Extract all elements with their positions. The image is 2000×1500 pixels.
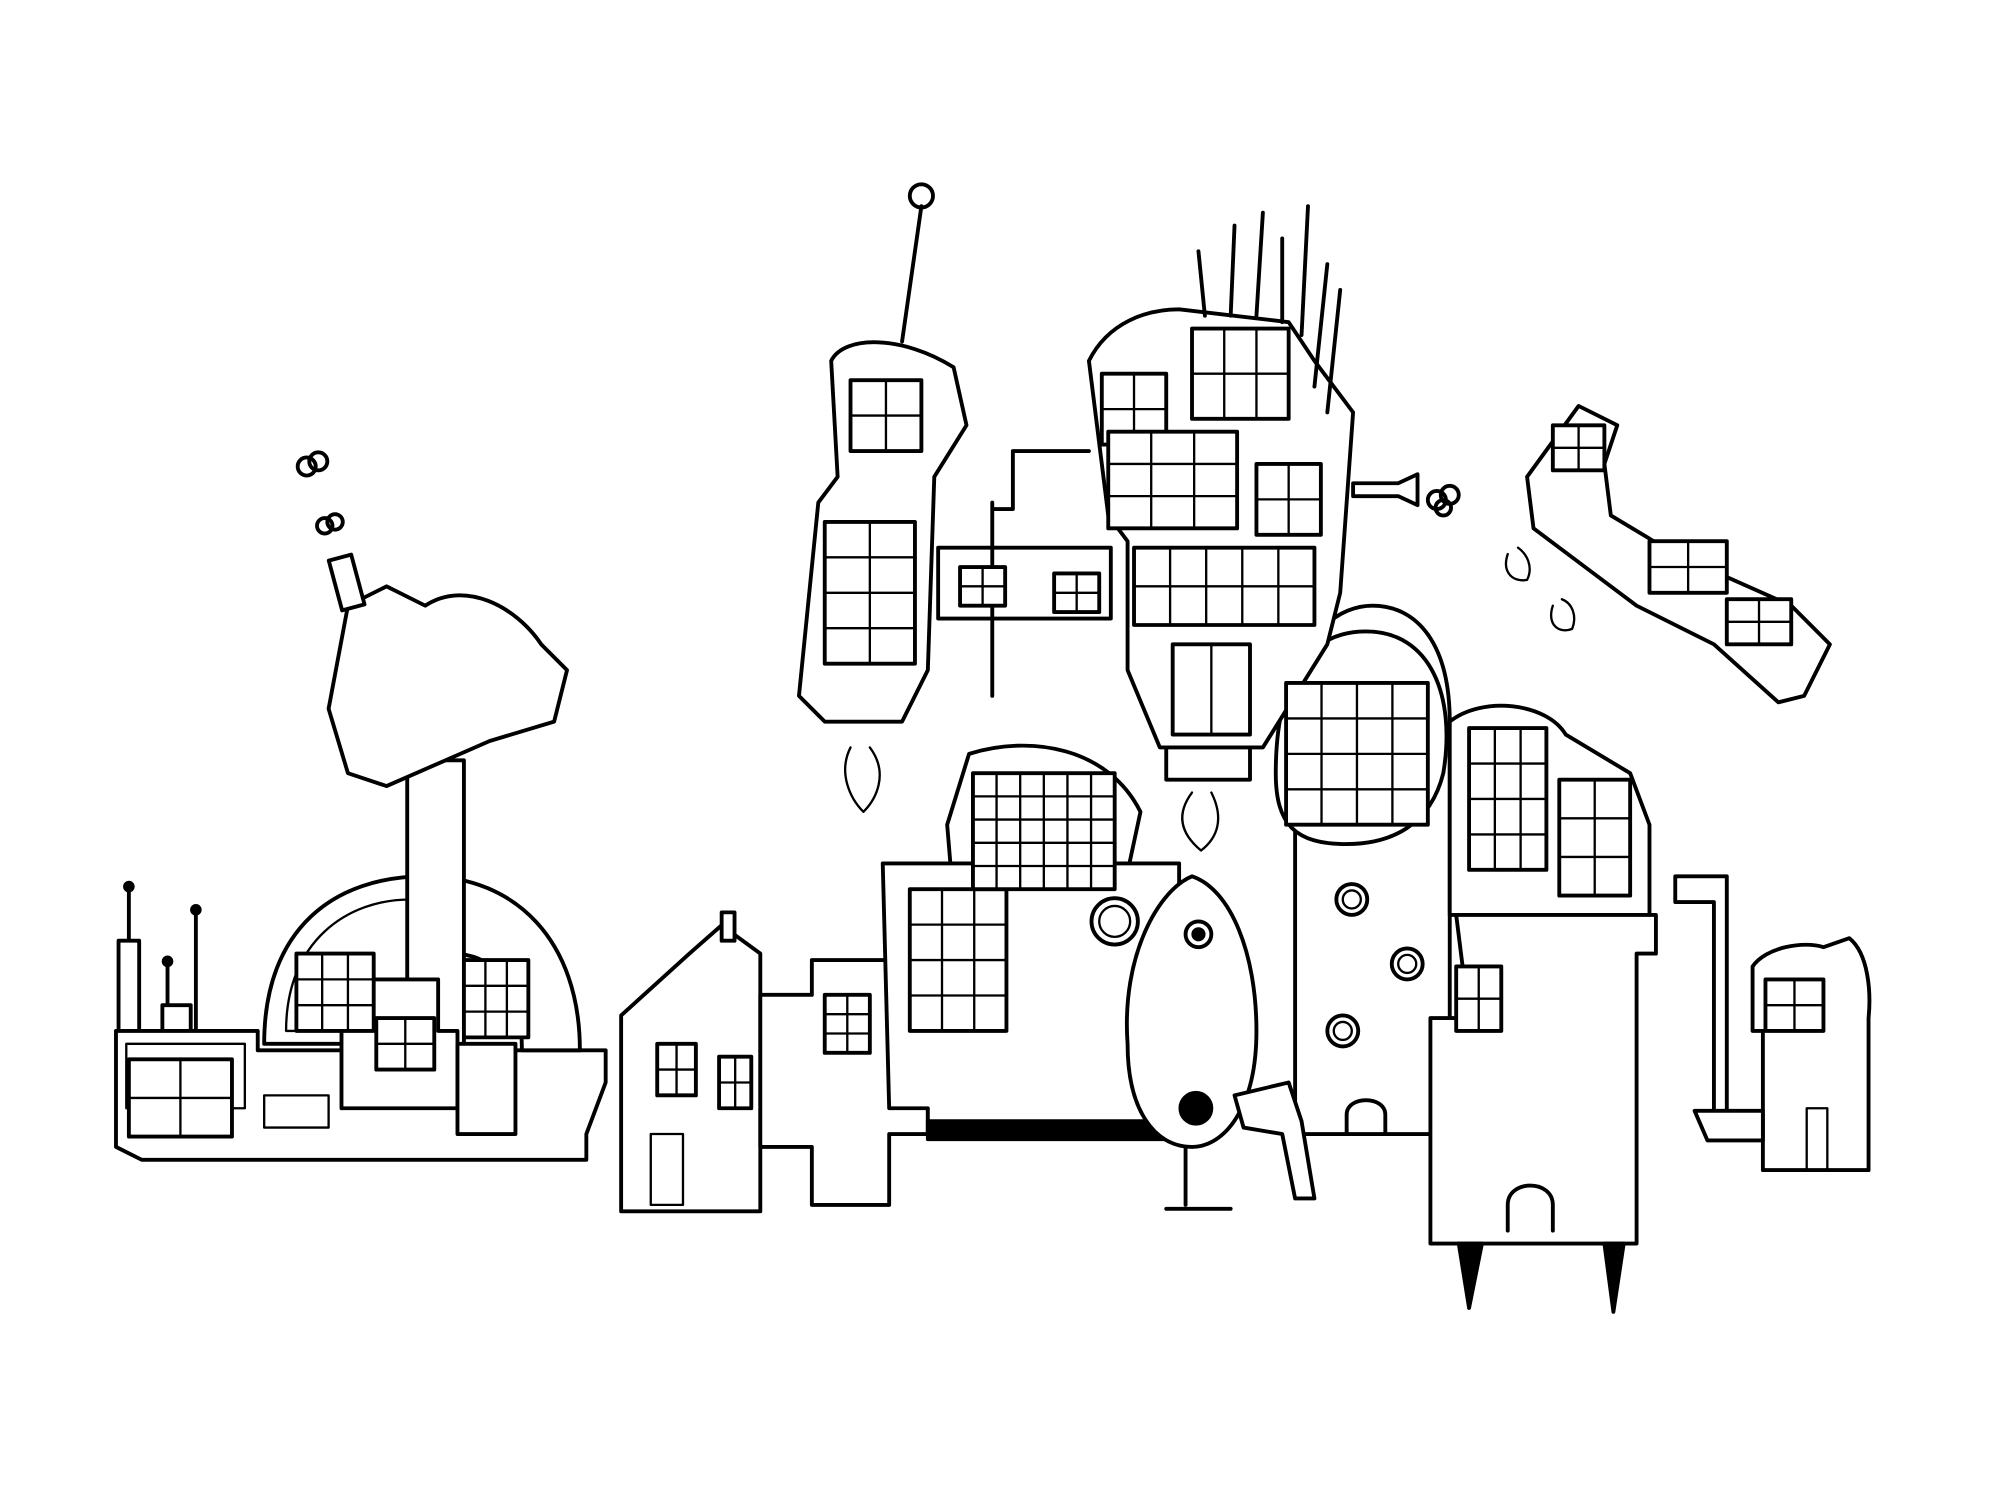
window bbox=[1052, 571, 1102, 615]
creature-eye bbox=[1183, 919, 1214, 950]
left-base-inner-outline bbox=[125, 1042, 247, 1110]
tower-arched-door bbox=[1344, 1098, 1388, 1136]
left-small-block bbox=[455, 1041, 518, 1136]
window bbox=[1550, 423, 1607, 473]
window bbox=[717, 1054, 754, 1111]
window bbox=[461, 958, 531, 1040]
left-chimney bbox=[326, 552, 367, 613]
right-spike-left bbox=[1456, 1241, 1484, 1310]
main-floating-thruster bbox=[1164, 745, 1252, 782]
side-cannon bbox=[1351, 472, 1420, 508]
window bbox=[1724, 597, 1794, 647]
ship-flame-1 bbox=[1505, 546, 1531, 582]
right-shaft bbox=[1673, 874, 1729, 1136]
left-striped-panel bbox=[263, 1094, 330, 1129]
cloud-puffs bbox=[1425, 483, 1461, 518]
window bbox=[1467, 726, 1549, 872]
gabled-house-chimney bbox=[719, 910, 737, 943]
windows bbox=[126, 326, 1826, 1139]
ship-flame-2 bbox=[1550, 598, 1576, 632]
porthole bbox=[1089, 896, 1140, 947]
window bbox=[374, 1016, 437, 1072]
beacon-antenna bbox=[900, 204, 924, 344]
main-thruster-flame bbox=[1181, 791, 1220, 852]
small-house bbox=[1750, 936, 1872, 1173]
window bbox=[1132, 545, 1317, 627]
creature-mouth bbox=[1178, 1090, 1214, 1126]
creature bbox=[1124, 874, 1317, 1211]
window bbox=[1170, 642, 1252, 737]
window bbox=[655, 1041, 698, 1098]
right-spike-right bbox=[1602, 1241, 1626, 1314]
window bbox=[822, 992, 872, 1055]
window bbox=[907, 887, 1009, 1033]
window bbox=[1763, 977, 1826, 1033]
striped-door bbox=[649, 1132, 685, 1207]
small-house-ledge bbox=[1692, 1108, 1765, 1143]
window bbox=[971, 771, 1117, 892]
window bbox=[1284, 681, 1430, 827]
right-arched-door bbox=[1505, 1183, 1555, 1233]
window bbox=[126, 1057, 234, 1139]
central-base-strip bbox=[925, 1119, 1175, 1142]
tower-portholes bbox=[1325, 882, 1425, 1049]
window bbox=[1647, 539, 1729, 595]
window bbox=[822, 519, 917, 666]
right-lower-building bbox=[1428, 913, 1658, 1246]
window bbox=[848, 378, 924, 453]
rocket-flame bbox=[844, 746, 881, 814]
small-house-door bbox=[1805, 1107, 1829, 1172]
window bbox=[1557, 777, 1633, 898]
window bbox=[1106, 429, 1240, 531]
left-flying-building bbox=[326, 584, 569, 789]
roof-antennas bbox=[1196, 204, 1343, 415]
window bbox=[1190, 326, 1291, 421]
left-antennas bbox=[116, 880, 202, 1033]
window bbox=[1454, 964, 1504, 1033]
smoke-clouds bbox=[295, 450, 345, 536]
window bbox=[294, 951, 376, 1033]
porthole-inner bbox=[1098, 904, 1132, 939]
window bbox=[1254, 461, 1323, 537]
beacon bbox=[907, 182, 935, 210]
window bbox=[958, 565, 1008, 608]
